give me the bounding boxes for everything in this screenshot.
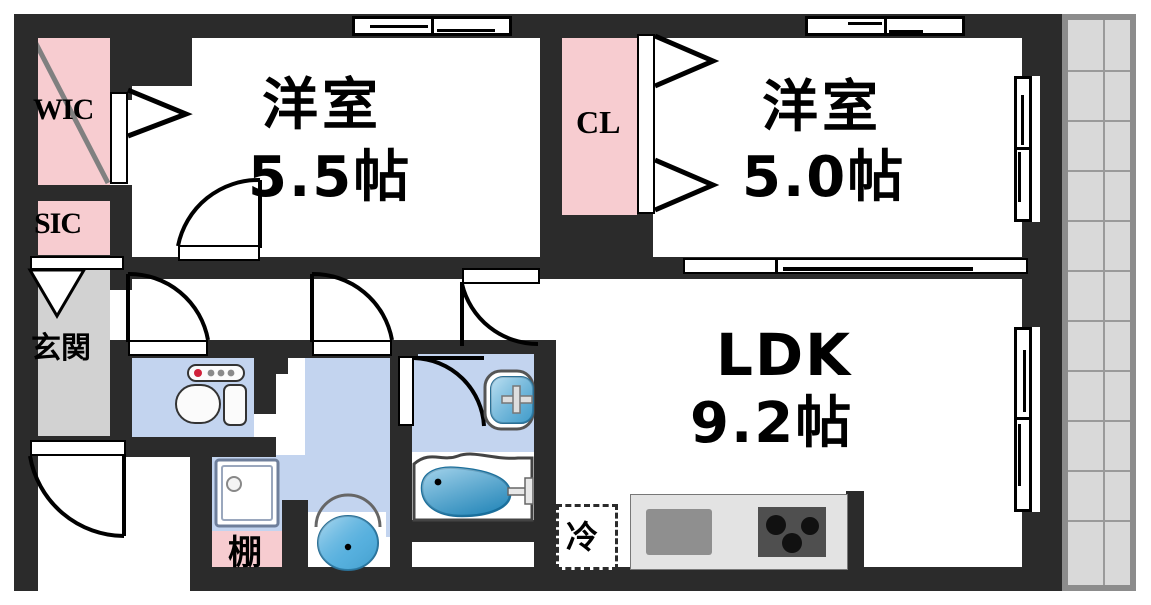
wall-kitchen-right	[846, 491, 864, 571]
sic-label: SIC	[34, 207, 82, 240]
room1-window-sash-b	[437, 29, 495, 32]
toilet-door-swing-arc	[127, 271, 210, 341]
refrigerator-label: 冷	[566, 518, 599, 556]
balcony-door-lower-sash-a	[1023, 350, 1026, 412]
washroom-door-leaf[interactable]	[312, 340, 392, 356]
wall-right-thin-upper	[1040, 76, 1062, 222]
cl-folding-door-chevron-lower	[654, 157, 720, 213]
balcony-grid-h	[1068, 270, 1130, 272]
wall-room1-corner	[110, 38, 192, 86]
room1-size-label: 5.5帖	[248, 145, 412, 210]
genkan-label: 玄関	[31, 331, 91, 366]
balcony-door-upper-sash-a	[1021, 95, 1024, 145]
entrance-door-hinge	[122, 454, 126, 536]
balcony-floor	[1068, 20, 1130, 585]
room1-name-label: 洋室	[262, 73, 382, 138]
wic-folding-door-leaf[interactable]	[110, 92, 128, 184]
washroom-door-hinge	[310, 274, 314, 342]
balcony-grid-h	[1068, 370, 1130, 372]
ldk-size-label: 9.2帖	[690, 391, 854, 456]
wall-ldk-left	[534, 340, 556, 572]
room1-window-sash-a	[370, 25, 428, 28]
wall-right-outer-top	[1022, 14, 1062, 76]
bathroom-door-leaf[interactable]	[398, 356, 414, 426]
refrigerator-space	[556, 504, 618, 570]
entrance-door-leaf[interactable]	[30, 440, 126, 456]
cl-label: CL	[576, 104, 621, 140]
cl-fill	[562, 30, 637, 215]
tana-label: 棚	[228, 533, 262, 573]
wall-room1-right	[540, 30, 562, 265]
balcony-grid-h	[1068, 470, 1130, 472]
genkan-step-arrow-icon	[27, 268, 87, 319]
balcony-grid-h	[1068, 220, 1130, 222]
bathroom-door-swing-arc	[413, 356, 486, 427]
toilet-door-leaf[interactable]	[128, 340, 208, 356]
balcony-grid-h	[1068, 120, 1130, 122]
wall-wic-sic-divider	[28, 185, 132, 201]
ldk-room2-sliding-sash	[783, 267, 973, 271]
hall-ldk-door-swing-arc	[460, 283, 539, 347]
vanity-sink-icon	[214, 458, 280, 528]
gas-stove-burners-icon	[766, 515, 819, 553]
bathroom-washbasin-icon	[483, 369, 535, 431]
toilet-door-hinge	[126, 274, 130, 342]
wall-hall-stub	[260, 340, 288, 374]
balcony-door-upper-sash-b	[1018, 152, 1021, 202]
ldk-room2-sliding-divider	[775, 258, 778, 274]
wic-rod-diagonal	[27, 30, 111, 185]
wall-room1-left-top	[110, 14, 132, 38]
room2-window-sash-b	[889, 30, 923, 33]
balcony-door-upper-divider	[1014, 147, 1032, 150]
room2-window-sash-a	[848, 22, 882, 25]
wall-tana-right	[282, 500, 308, 577]
sic-door-leaf[interactable]	[30, 256, 124, 270]
cl-folding-door-chevron-upper	[654, 33, 720, 89]
balcony-door-lower-sash-b	[1018, 424, 1021, 486]
wall-bath-bottom	[390, 520, 556, 542]
wall-left-lower	[14, 436, 38, 591]
wall-right-outer-mid	[1022, 222, 1062, 327]
room1-door-swing-arc	[176, 177, 261, 247]
wic-folding-door-chevron	[127, 87, 193, 139]
balcony-grid-h	[1068, 420, 1130, 422]
balcony-grid-h	[1068, 170, 1130, 172]
washing-machine-pan-icon	[314, 493, 382, 571]
ldk-name-label: LDK	[716, 321, 853, 389]
entrance-door-swing-arc	[28, 455, 125, 538]
room2-window-pane-divider	[884, 16, 887, 36]
room1-door-hinge	[258, 180, 262, 248]
ldk-room2-sliding-door[interactable]	[683, 258, 1028, 274]
room1-window-pane-divider	[431, 16, 434, 36]
wic-label: WIC	[33, 93, 94, 126]
wall-washroom-left	[190, 437, 212, 577]
wall-closet-right-2	[110, 185, 132, 257]
balcony-grid-v	[1103, 20, 1105, 585]
bathroom-door-head	[412, 356, 484, 360]
balcony-grid-h	[1068, 320, 1130, 322]
wall-washroom-bottom	[190, 571, 410, 591]
wall-right-thin-lower	[1040, 327, 1062, 512]
washroom-door-swing-arc	[311, 271, 394, 341]
balcony-door-lower-divider	[1014, 417, 1032, 420]
wall-cl-bottom	[562, 215, 637, 279]
wall-genkan-right-2	[110, 350, 132, 438]
wall-right-outer-bot	[1022, 512, 1062, 591]
balcony-grid-h	[1068, 520, 1130, 522]
sic-fill	[28, 200, 110, 255]
toilet-icon	[175, 364, 247, 426]
room1-door-leaf[interactable]	[178, 245, 260, 261]
hall-ldk-door-leaf[interactable]	[462, 268, 540, 284]
balcony-grid-h	[1068, 70, 1130, 72]
room2-name-label: 洋室	[762, 75, 882, 140]
cl-folding-door-leaf[interactable]	[637, 34, 655, 214]
hall-ldk-door-hinge	[460, 282, 464, 346]
bathtub-icon	[412, 452, 534, 522]
kitchen-sink-icon	[646, 509, 712, 555]
room2-size-label: 5.0帖	[742, 145, 906, 210]
